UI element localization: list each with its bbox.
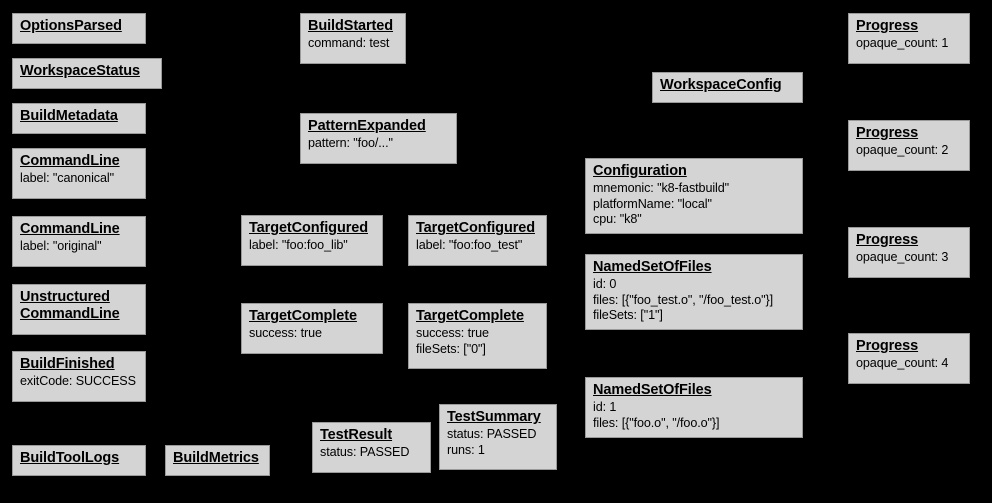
node-build-finished[interactable]: BuildFinished exitCode: SUCCESS [12,351,146,402]
node-fields: opaque_count: 2 [856,143,963,159]
node-field: platformName: "local" [593,196,712,211]
node-fields: label: "canonical" [20,171,139,187]
node-title: CommandLine [20,153,120,169]
node-field: label: "foo:foo_lib" [249,238,348,252]
node-title: Unstructured CommandLine [20,289,120,322]
node-title: WorkspaceConfig [660,77,782,93]
node-test-result[interactable]: TestResult status: PASSED [312,422,431,473]
node-title: NamedSetOfFiles [593,382,712,398]
node-field: opaque_count: 2 [856,143,949,157]
node-field: cpu: "k8" [593,212,642,226]
node-workspace-status[interactable]: WorkspaceStatus [12,58,162,89]
node-field: pattern: "foo/..." [308,136,393,150]
node-field: fileSets: ["1"] [593,308,663,322]
node-fields: exitCode: SUCCESS [20,374,139,390]
node-field: status: PASSED [320,445,410,459]
node-fields: opaque_count: 1 [856,36,963,52]
node-field: id: 1 [593,400,617,414]
node-title: TestResult [320,427,393,443]
node-title: BuildToolLogs [20,450,120,466]
node-field: mnemonic: "k8-fastbuild" [593,181,730,195]
node-title: Progress [856,338,919,354]
node-configuration[interactable]: Configuration mnemonic: "k8-fastbuild"pla… [585,158,803,234]
node-field: fileSets: ["0"] [416,341,486,356]
node-field: opaque_count: 4 [856,356,949,370]
node-fields: success: true [249,326,376,342]
node-field: label: "original" [20,239,102,253]
node-title: BuildStarted [308,18,394,34]
node-title: TargetComplete [416,308,524,324]
node-options-parsed[interactable]: OptionsParsed [12,13,146,44]
node-fields: status: PASSED [320,445,424,461]
node-build-metadata[interactable]: BuildMetadata [12,103,146,134]
node-build-tool-logs[interactable]: BuildToolLogs [12,445,146,476]
node-pattern-expanded[interactable]: PatternExpanded pattern: "foo/..." [300,113,457,164]
node-fields: label: "foo:foo_test" [416,238,540,254]
node-title: WorkspaceStatus [20,63,140,79]
node-fields: pattern: "foo/..." [308,136,450,152]
node-title: BuildMetrics [173,450,259,466]
node-field: id: 0 [593,277,617,291]
node-unstructured-command-line[interactable]: Unstructured CommandLine [12,284,146,335]
node-title: Progress [856,232,919,248]
node-title: Progress [856,18,919,34]
node-build-started[interactable]: BuildStarted command: test [300,13,406,64]
node-progress-3[interactable]: Progress opaque_count: 3 [848,227,970,278]
node-progress-1[interactable]: Progress opaque_count: 1 [848,13,970,64]
node-target-complete-foo-lib[interactable]: TargetComplete success: true [241,303,383,354]
node-target-configured-foo-lib[interactable]: TargetConfigured label: "foo:foo_lib" [241,215,383,266]
node-fields: opaque_count: 4 [856,356,963,372]
node-field: success: true [249,326,322,340]
node-title: TargetConfigured [416,220,535,236]
node-build-metrics[interactable]: BuildMetrics [165,445,270,476]
node-title: BuildFinished [20,356,115,372]
node-title: PatternExpanded [308,118,426,134]
node-title: BuildMetadata [20,108,118,124]
node-title: NamedSetOfFiles [593,259,712,275]
node-field: files: [{"foo_test.o", "/foo_test.o"}] [593,292,774,307]
node-command-line-original[interactable]: CommandLine label: "original" [12,216,146,267]
node-field: status: PASSED [447,427,537,441]
node-title: TargetComplete [249,308,357,324]
node-field: label: "foo:foo_test" [416,238,523,252]
node-command-line-canonical[interactable]: CommandLine label: "canonical" [12,148,146,199]
node-field: opaque_count: 1 [856,36,949,50]
node-field: runs: 1 [447,442,485,457]
node-fields: opaque_count: 3 [856,250,963,266]
node-title: OptionsParsed [20,18,122,34]
node-target-configured-foo-test[interactable]: TargetConfigured label: "foo:foo_test" [408,215,547,266]
node-fields: mnemonic: "k8-fastbuild"platformName: "l… [593,181,796,228]
node-progress-2[interactable]: Progress opaque_count: 2 [848,120,970,171]
node-title: TestSummary [447,409,541,425]
node-title: CommandLine [20,221,120,237]
node-fields: label: "foo:foo_lib" [249,238,376,254]
node-field: label: "canonical" [20,171,114,185]
node-fields: command: test [308,36,399,52]
node-field: exitCode: SUCCESS [20,374,136,388]
node-title: Progress [856,125,919,141]
node-progress-4[interactable]: Progress opaque_count: 4 [848,333,970,384]
node-field: files: [{"foo.o", "/foo.o"}] [593,415,720,430]
node-title: Configuration [593,163,687,179]
node-fields: label: "original" [20,239,139,255]
node-field: success: true [416,326,489,340]
node-field: opaque_count: 3 [856,250,949,264]
node-title: TargetConfigured [249,220,368,236]
node-workspace-config[interactable]: WorkspaceConfig [652,72,803,103]
node-field: command: test [308,36,390,50]
